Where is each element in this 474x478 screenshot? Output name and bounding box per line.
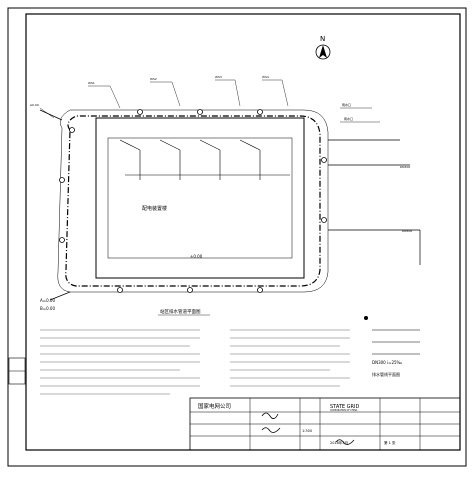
svg-text:CORPORATION OF CHINA: CORPORATION OF CHINA xyxy=(330,409,358,412)
sheet-date: 2018年3月 xyxy=(330,440,348,445)
svg-text:DN300: DN300 xyxy=(402,229,412,233)
notes-lines xyxy=(40,329,350,395)
company-name: 国家电网公司 xyxy=(198,402,231,410)
svg-text:WS2: WS2 xyxy=(150,77,157,81)
company-en: STATE GRID xyxy=(330,404,359,410)
svg-text:DN300 i=25‰: DN300 i=25‰ xyxy=(372,360,403,365)
building-inner xyxy=(107,137,293,259)
building-outline xyxy=(95,117,305,279)
outlet-pipes xyxy=(39,109,421,301)
north-arrow-icon: N xyxy=(315,35,331,60)
svg-text:DN300: DN300 xyxy=(400,165,410,169)
road-outline xyxy=(57,109,329,293)
legend: DN300 i=25‰ 排水管线平面图 xyxy=(364,316,420,377)
svg-text:WS1: WS1 xyxy=(88,81,95,85)
svg-text:排水管线平面图: 排水管线平面图 xyxy=(372,371,400,377)
title-block: 国家电网公司 STATE GRID CORPORATION OF CHINA 1… xyxy=(189,397,461,451)
manholes xyxy=(59,109,327,293)
signature-2 xyxy=(261,427,281,433)
inner-frame xyxy=(25,13,461,451)
room-label: 配电装置楼 xyxy=(142,205,167,212)
svg-text:N: N xyxy=(320,35,325,43)
roof-lines xyxy=(119,139,290,180)
leader-lines xyxy=(39,79,380,123)
signature-3 xyxy=(335,439,355,445)
elevation-a: A=0.00 xyxy=(40,298,55,303)
elevation-label: ±0.00 xyxy=(190,254,203,259)
plan-title: 站区排水管道平面图 xyxy=(160,308,201,315)
scale: 1:300 xyxy=(302,429,312,433)
svg-text:雨水口: 雨水口 xyxy=(344,116,353,121)
elevation-b: B=0.00 xyxy=(40,306,55,311)
svg-text:WS4: WS4 xyxy=(262,75,269,79)
svg-text:WS3: WS3 xyxy=(215,75,222,79)
outer-frame xyxy=(7,7,467,467)
svg-text:雨水口: 雨水口 xyxy=(342,102,351,107)
page-number: 第 1 张 xyxy=(384,440,396,445)
signature-1 xyxy=(261,412,279,419)
drain-pipe-loop xyxy=(65,115,321,287)
svg-text:A0.00: A0.00 xyxy=(30,103,39,107)
